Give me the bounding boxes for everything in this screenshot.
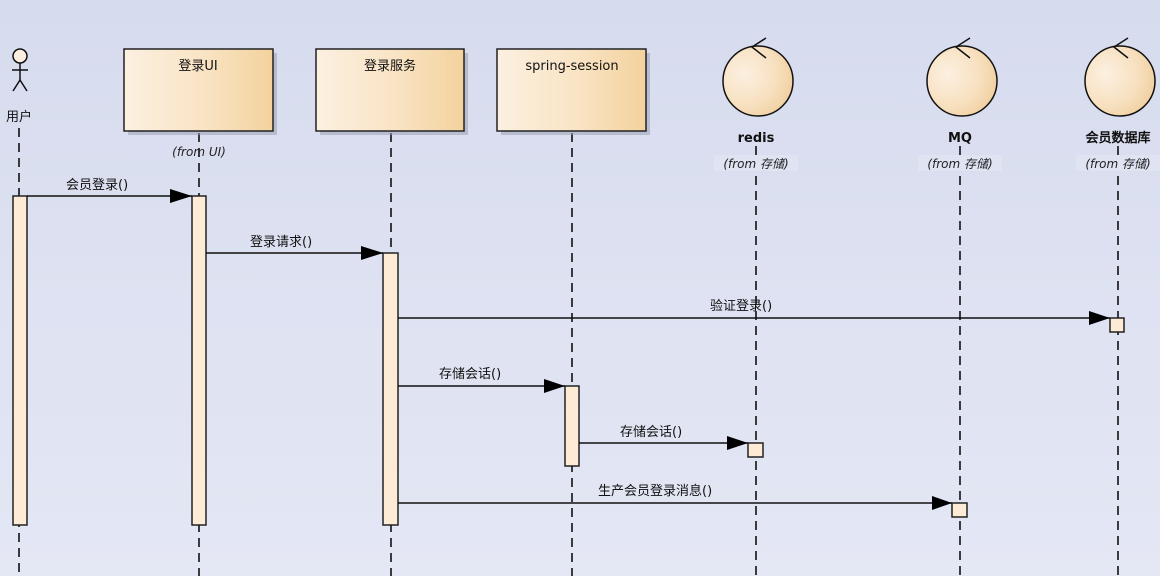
participant-name: 登录UI: [178, 59, 217, 74]
participant-member-db[interactable]: 会员数据库 (from 存储): [1076, 37, 1160, 171]
message-produce-login-msg[interactable]: 生产会员登录消息(): [398, 483, 952, 510]
message-member-login[interactable]: 会员登录(): [27, 178, 192, 203]
arrowhead-icon: [1089, 311, 1110, 325]
entity-icon: [722, 37, 794, 117]
message-verify-login[interactable]: 验证登录(): [398, 298, 1110, 325]
message-store-session-1[interactable]: 存储会话(): [398, 367, 565, 393]
message-store-session-2[interactable]: 存储会话(): [579, 425, 748, 450]
participant-user[interactable]: 用户: [6, 48, 32, 125]
class-box: [496, 48, 647, 132]
participant-login-service[interactable]: 登录服务: [315, 48, 468, 135]
message-label: 会员登录(): [66, 178, 128, 193]
arrowhead-icon: [932, 496, 952, 510]
participant-name: 会员数据库: [1085, 130, 1150, 146]
class-box: [123, 48, 274, 132]
participant-name: redis: [738, 131, 775, 146]
activation-user: [12, 195, 28, 526]
message-label: 登录请求(): [250, 235, 312, 250]
message-login-request[interactable]: 登录请求(): [206, 235, 383, 260]
actor-icon: [12, 48, 28, 92]
activation-spring-session: [564, 385, 580, 467]
participant-login-ui[interactable]: 登录UI (from UI): [123, 48, 277, 159]
participant-name: 登录服务: [364, 58, 416, 74]
arrowhead-icon: [361, 246, 383, 260]
participant-name: MQ: [948, 131, 972, 146]
message-label: 存储会话(): [439, 367, 501, 382]
activation-member-db: [1109, 317, 1125, 333]
participant-redis[interactable]: redis (from 存储): [714, 37, 798, 171]
activation-login-service: [382, 252, 399, 526]
participant-name: 用户: [6, 109, 32, 125]
participant-namespace: (from 存储): [723, 157, 788, 171]
message-label: 验证登录(): [710, 298, 772, 314]
class-box: [315, 48, 465, 132]
participant-namespace: (from UI): [172, 145, 226, 159]
entity-icon: [926, 37, 998, 117]
participant-mq[interactable]: MQ (from 存储): [918, 37, 1002, 171]
participant-namespace: (from 存储): [1085, 157, 1150, 171]
participant-spring-session[interactable]: spring-session: [496, 48, 650, 135]
arrowhead-icon: [170, 189, 192, 203]
arrowhead-icon: [544, 379, 565, 393]
entity-icon: [1084, 37, 1156, 117]
message-label: 生产会员登录消息(): [598, 483, 712, 499]
message-label: 存储会话(): [620, 425, 682, 440]
participant-namespace: (from 存储): [927, 157, 992, 171]
activation-login-ui: [191, 195, 207, 526]
arrowhead-icon: [727, 436, 748, 450]
activation-redis: [747, 442, 764, 458]
participant-name: spring-session: [525, 59, 618, 74]
activation-mq: [951, 502, 968, 518]
